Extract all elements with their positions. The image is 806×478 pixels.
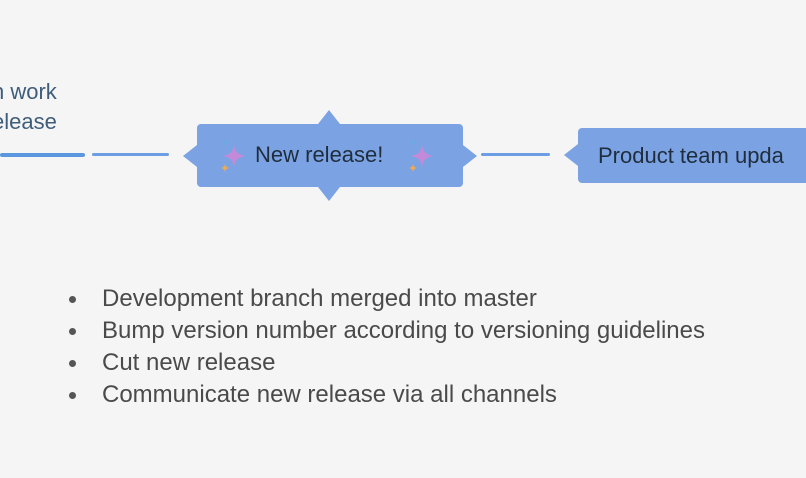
sparkle-icon	[409, 138, 433, 172]
bullet-dot-icon	[69, 392, 76, 399]
release-node-arrow-down	[318, 187, 340, 201]
list-item-text: Development branch merged into master	[102, 285, 537, 312]
release-node-label: New release!	[255, 142, 384, 167]
product-team-node-label: Product team upda	[598, 143, 784, 168]
connector-previous-to-release	[92, 153, 169, 156]
product-team-node[interactable]: Product team upda	[564, 128, 806, 183]
previous-step-label: h work elease	[0, 77, 57, 137]
release-node-arrow-right	[463, 145, 477, 167]
list-item: Bump version number according to version…	[66, 315, 705, 347]
previous-step-label-line2: elease	[0, 109, 57, 134]
release-node-arrow-up	[318, 110, 340, 124]
product-node-arrow-left	[564, 144, 578, 166]
bullet-dot-icon	[69, 296, 76, 303]
bullet-dot-icon	[69, 328, 76, 335]
release-steps-list: Development branch merged into master Bu…	[66, 283, 705, 411]
list-item-text: Bump version number according to version…	[102, 317, 705, 344]
connector-release-to-product	[481, 153, 550, 156]
list-item-text: Cut new release	[102, 349, 276, 376]
release-node-arrow-left	[183, 145, 197, 167]
list-item: Communicate new release via all channels	[66, 379, 705, 411]
list-item: Cut new release	[66, 347, 705, 379]
release-node[interactable]: New release!	[183, 110, 477, 201]
list-item: Development branch merged into master	[66, 283, 705, 315]
sparkle-icon	[221, 138, 245, 172]
connector-previous-solid	[0, 153, 85, 157]
list-item-text: Communicate new release via all channels	[102, 381, 557, 408]
previous-step-label-line1: h work	[0, 79, 57, 104]
bullet-dot-icon	[69, 360, 76, 367]
